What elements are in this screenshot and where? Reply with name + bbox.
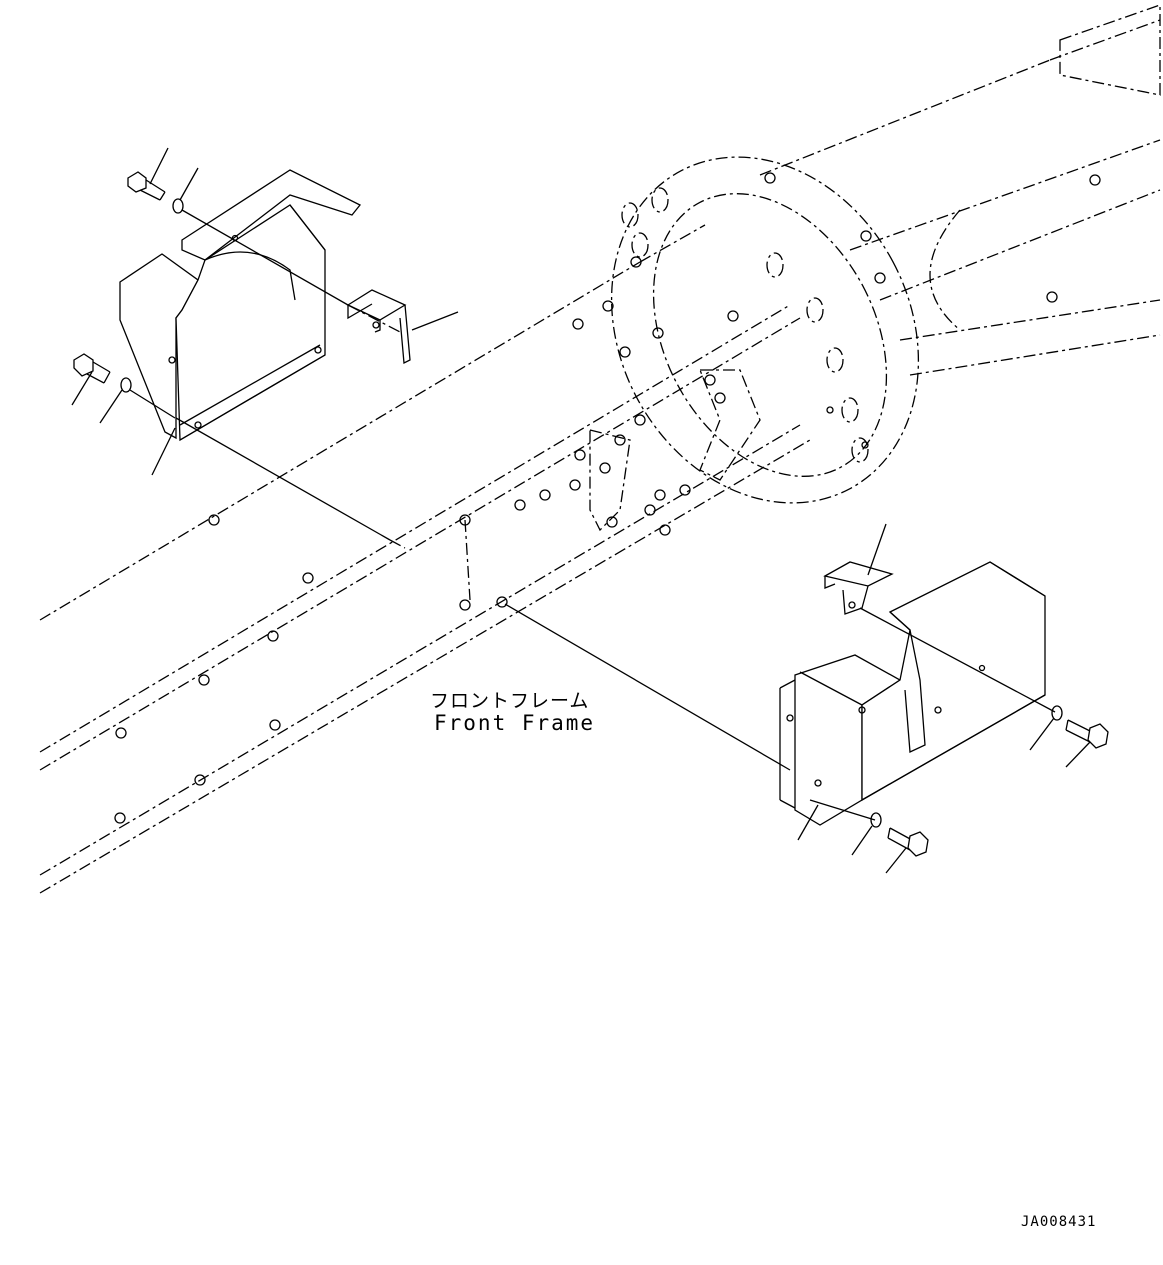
front-frame	[39, 4, 1161, 894]
frame-label-english: Front Frame	[434, 711, 596, 735]
bolt-lower-right-top	[1065, 719, 1109, 749]
cover-lower-right	[779, 561, 1046, 826]
frame-label-japanese: フロントフレーム	[430, 690, 590, 712]
washer-upper-left-bottom	[120, 377, 132, 393]
washer-upper-left-top	[172, 198, 184, 214]
assembly-lines	[129, 209, 1056, 821]
bolt-lower-right-bottom	[887, 827, 929, 857]
washer-lower-right-bottom	[870, 812, 882, 828]
bracket-upper-left	[346, 289, 411, 365]
drawing-code: JA008431	[1021, 1214, 1097, 1230]
bolt-upper-left-bottom	[73, 353, 111, 384]
bolt-upper-left-top	[127, 171, 166, 201]
callout-leaders	[71, 147, 1091, 874]
washer-lower-right-top	[1051, 705, 1063, 721]
bracket-lower-right	[823, 561, 894, 615]
cover-upper-left	[119, 169, 362, 442]
